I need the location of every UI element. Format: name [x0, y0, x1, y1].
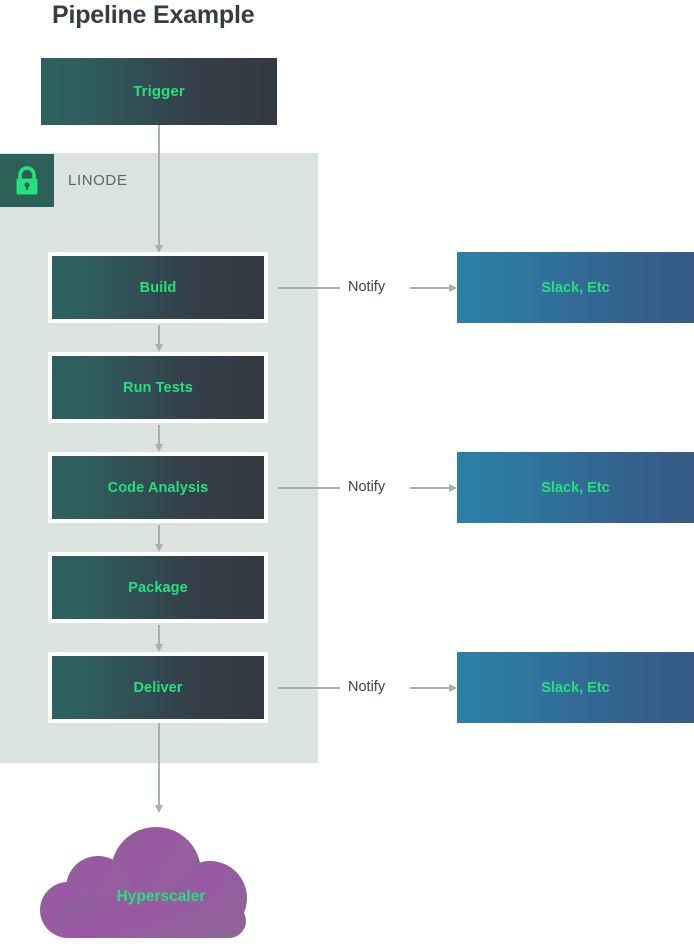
notify-line-left — [278, 287, 340, 289]
flow-arrow-code-analysis-to-package — [154, 525, 163, 552]
stage-box-code-analysis[interactable]: Code Analysis — [48, 452, 268, 523]
notify-line-left — [278, 687, 340, 689]
notify-line-right — [410, 687, 450, 689]
notify-line-left — [278, 487, 340, 489]
flow-arrow-deliver-to-hyperscaler — [154, 723, 163, 813]
stage-label: Run Tests — [123, 379, 193, 396]
notify-line-right — [410, 287, 450, 289]
notify-arrowhead-icon — [449, 683, 457, 692]
linode-label: LINODE — [68, 172, 128, 189]
notify-connector-deliver: Notify — [278, 679, 458, 697]
flow-arrow-run-tests-to-code-analysis — [154, 425, 163, 452]
stage-box-deliver[interactable]: Deliver — [48, 652, 268, 723]
notify-target-label: Slack, Etc — [541, 279, 610, 296]
cloud-shape-icon — [40, 827, 247, 938]
notify-line-right — [410, 487, 450, 489]
notify-label: Notify — [348, 479, 386, 495]
notify-arrowhead-icon — [449, 283, 457, 292]
flow-arrow-package-to-deliver — [154, 625, 163, 652]
stage-label: Code Analysis — [107, 479, 209, 496]
stage-label: Build — [139, 279, 177, 296]
stage-label: Package — [128, 579, 188, 596]
notify-target-box-1[interactable]: Slack, Etc — [457, 252, 694, 323]
notify-target-box-3[interactable]: Slack, Etc — [457, 652, 694, 723]
stage-box-trigger[interactable]: Trigger — [41, 58, 277, 125]
notify-target-label: Slack, Etc — [541, 679, 610, 696]
notify-connector-code-analysis: Notify — [278, 479, 458, 497]
stage-box-build[interactable]: Build — [48, 252, 268, 323]
page-title: Pipeline Example — [52, 1, 255, 29]
stage-box-run-tests[interactable]: Run Tests — [48, 352, 268, 423]
stage-box-package[interactable]: Package — [48, 552, 268, 623]
flow-arrow-trigger-to-build — [154, 125, 163, 253]
notify-label: Notify — [348, 279, 386, 295]
notify-arrowhead-icon — [449, 483, 457, 492]
notify-connector-build: Notify — [278, 279, 458, 297]
lock-icon — [14, 165, 40, 196]
flow-arrow-build-to-run-tests — [154, 325, 163, 352]
notify-target-label: Slack, Etc — [541, 479, 610, 496]
notify-label: Notify — [348, 679, 386, 695]
hyperscaler-cloud[interactable]: Hyperscaler — [28, 820, 294, 944]
stage-label: Deliver — [133, 679, 183, 696]
lock-badge — [0, 154, 54, 207]
stage-label: Trigger — [133, 83, 185, 100]
notify-target-box-2[interactable]: Slack, Etc — [457, 452, 694, 523]
